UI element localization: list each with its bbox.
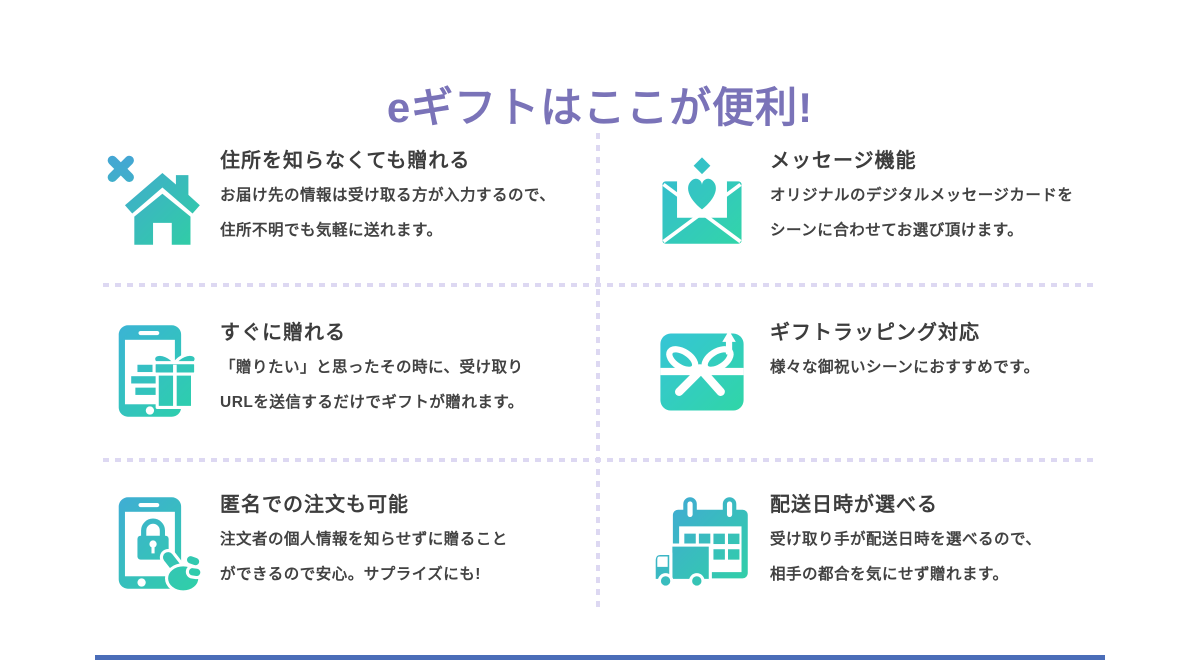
page-title: eギフトはここが便利! <box>386 84 814 132</box>
feature-card-no-address: 住所を知らなくても贈れる お届け先の情報は受け取る方が入力するので、 住所不明で… <box>95 135 600 285</box>
feature-card-delivery-date: 配送日時が選べる 受け取り手が配送日時を選べるので、 相手の都合を気にせず贈れま… <box>600 460 1105 635</box>
feature-title: 配送日時が選べる <box>770 494 938 516</box>
feature-desc-line: 注文者の個人情報を知らせずに贈ること <box>220 531 508 548</box>
feature-desc-line: 「贈りたい」と思ったその時に、受け取り <box>220 359 524 376</box>
gift-wrapping-icon <box>650 319 754 423</box>
calendar-truck-icon <box>650 491 754 595</box>
feature-card-message: メッセージ機能 オリジナルのデジタルメッセージカードを シーンに合わせてお選び頂… <box>600 135 1105 285</box>
features-grid: 住所を知らなくても贈れる お届け先の情報は受け取る方が入力するので、 住所不明で… <box>95 135 1105 635</box>
feature-card-anonymous: 匿名での注文も可能 注文者の個人情報を知らせずに贈ること ができるので安心。サプ… <box>95 460 600 635</box>
vertical-dotted-divider <box>596 133 600 610</box>
feature-desc-line: お届け先の情報は受け取る方が入力するので、 <box>220 187 556 204</box>
feature-title: 住所を知らなくても贈れる <box>220 150 471 172</box>
feature-desc-line: オリジナルのデジタルメッセージカードを <box>770 187 1074 204</box>
message-card-heart-icon <box>650 147 754 251</box>
feature-desc-line: 相手の都合を気にせず贈れます。 <box>770 565 1009 583</box>
feature-desc-line: シーンに合わせてお選び頂けます。 <box>770 221 1024 239</box>
feature-desc-line: 様々な御祝いシーンにおすすめです。 <box>770 359 1040 376</box>
footer-accent-bar <box>95 655 1105 660</box>
feature-desc-line: URLを送信するだけでギフトが贈れます。 <box>220 393 524 411</box>
feature-title: メッセージ機能 <box>770 150 917 172</box>
feature-title: すぐに贈れる <box>220 322 346 344</box>
feature-title: 匿名での注文も可能 <box>220 494 409 516</box>
feature-desc-line: 受け取り手が配送日時を選べるので、 <box>770 531 1042 548</box>
feature-title: ギフトラッピング対応 <box>770 322 980 344</box>
feature-card-instant: すぐに贈れる 「贈りたい」と思ったその時に、受け取り URLを送信するだけでギフ… <box>95 285 600 460</box>
feature-desc-line: 住所不明でも気軽に送れます。 <box>220 221 443 239</box>
feature-desc-line: ができるので安心。サプライズにも! <box>220 565 481 583</box>
house-no-address-icon <box>100 147 204 251</box>
anonymous-phone-lock-icon <box>100 491 204 595</box>
feature-card-wrapping: ギフトラッピング対応 様々な御祝いシーンにおすすめです。 <box>600 285 1105 460</box>
phone-gift-icon <box>100 319 204 423</box>
